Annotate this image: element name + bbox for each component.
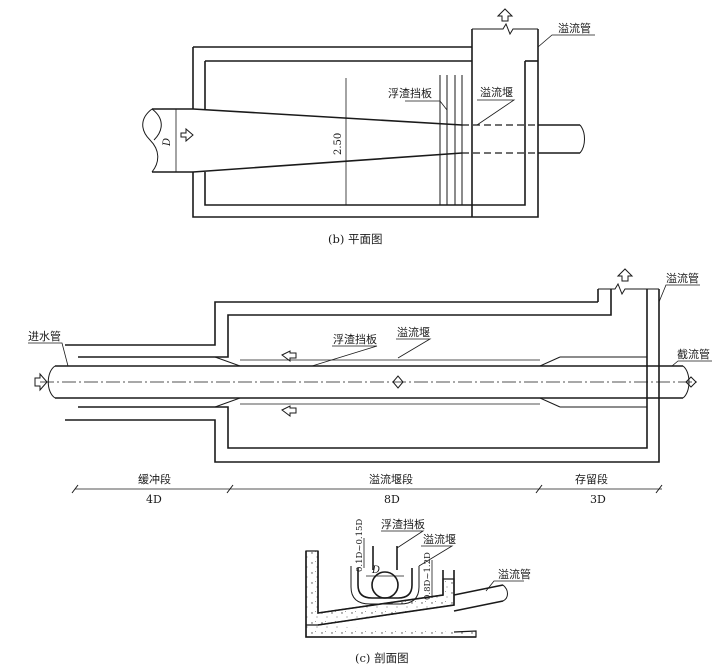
long-shaft-top <box>598 282 659 296</box>
long-outlet-arrow-icon <box>685 376 697 388</box>
long-weir-leader <box>396 338 432 359</box>
plan-overflow-pipe-label: 溢流管 <box>558 21 591 35</box>
section-baffle-leader <box>381 530 425 549</box>
section-diameter-label: D <box>371 565 380 576</box>
long-inlet-leader <box>28 342 69 367</box>
long-inlet-arrow-icon <box>34 372 48 392</box>
plan-up-arrow-icon <box>496 8 514 22</box>
long-overflow-weir-label: 溢流堰 <box>397 325 430 339</box>
long-baffle-lower <box>214 397 647 408</box>
longitudinal-view: 进水管 浮渣挡板 溢流堰 溢流管 截流管 缓冲段 4D 溢流堰段 8D 存留段 … <box>28 268 712 506</box>
section-overflow-weir-label: 溢流堰 <box>423 532 456 546</box>
section-inner-channel-outer <box>350 566 420 605</box>
plan-weir-leader <box>476 99 516 126</box>
long-intercept-leader <box>671 360 712 367</box>
plan-overflow-weir-label: 溢流堰 <box>480 85 513 99</box>
section-baffle-depth-label: 0.1D~0.15D <box>355 519 365 572</box>
long-scum-baffle-label: 浮渣挡板 <box>333 332 377 346</box>
long-dim-tick-4 <box>655 484 663 494</box>
plan-pipe-break-2 <box>151 108 162 141</box>
long-overflow-pipe-leader <box>658 284 700 303</box>
plan-baffle-leader <box>405 100 448 111</box>
section-concrete-trough <box>305 550 477 638</box>
section-overflow-pipe-leader <box>485 580 524 592</box>
plan-chamber-outer-wall <box>192 46 539 218</box>
section-overflow-pipe-end <box>502 584 508 602</box>
segment-retention-name: 存留段 <box>575 472 608 486</box>
long-lower-flow-arrow-icon <box>281 405 297 417</box>
long-intercept-pipe-label: 截流管 <box>677 347 710 361</box>
section-view: D 0.1D~0.15D 0.8D~1.2D 浮渣挡板 溢流堰 溢流管 (c) … <box>305 517 531 665</box>
segment-weir-name: 溢流堰段 <box>369 472 413 486</box>
long-outer-wall <box>65 301 660 463</box>
plan-outlet-pipe-end <box>579 124 585 154</box>
plan-tapered-channel <box>192 108 463 173</box>
long-overflow-pipe-label: 溢流管 <box>666 271 699 285</box>
segment-buffer-length: 4D <box>146 493 162 506</box>
plan-flow-arrow-icon <box>180 127 194 143</box>
plan-view-caption: (b) 平面图 <box>328 232 383 246</box>
plan-dashed-pipe <box>462 124 538 154</box>
plan-inlet-pipe <box>152 108 193 173</box>
plan-diameter-label: D <box>162 138 173 147</box>
long-baffle-upper <box>78 356 647 367</box>
plan-pipe-break <box>142 108 159 173</box>
section-view-caption: (c) 剖面图 <box>355 651 409 665</box>
long-inner-wall <box>78 289 648 449</box>
plan-view: D 2.50 浮渣挡板 溢流堰 溢流管 (b) 平面图 <box>142 8 595 246</box>
long-dim-tick-2 <box>226 484 234 494</box>
plan-chamber-inner-wall <box>204 60 526 206</box>
plan-width-label: 2.50 <box>333 133 344 155</box>
long-upper-flow-arrow-icon <box>281 350 297 362</box>
section-scum-baffle-label: 浮渣挡板 <box>381 517 425 531</box>
plan-overflow-shaft <box>471 29 539 217</box>
long-center-arrow-icon <box>392 375 404 389</box>
section-weir-leader <box>418 545 454 567</box>
section-overflow-pipe <box>453 584 504 612</box>
segment-weir-length: 8D <box>384 493 400 506</box>
long-dim-tick-3 <box>535 484 543 494</box>
long-dim-tick-1 <box>71 484 79 494</box>
long-baffle-leader <box>311 345 378 367</box>
long-inlet-pipe-label: 进水管 <box>28 329 61 343</box>
plan-scum-baffle-label: 浮渣挡板 <box>388 86 432 100</box>
plan-shaft-break <box>472 22 538 36</box>
section-pipe-circle <box>371 571 399 599</box>
long-up-arrow-icon <box>616 268 634 282</box>
segment-retention-length: 3D <box>590 493 606 506</box>
section-overflow-pipe-label: 溢流管 <box>498 567 531 581</box>
plan-overflow-pipe-leader <box>537 34 595 48</box>
plan-outlet-pipe <box>538 124 580 154</box>
segment-buffer-name: 缓冲段 <box>138 472 171 486</box>
section-weir-height-label: 0.8D~1.2D <box>423 552 433 600</box>
